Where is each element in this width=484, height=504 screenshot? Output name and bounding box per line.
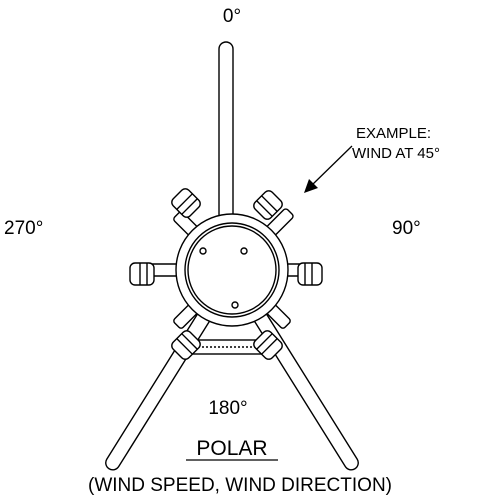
central-hub xyxy=(145,208,319,355)
example-label: EXAMPLE: xyxy=(356,125,431,142)
caption-title: POLAR xyxy=(196,437,267,460)
caption-subtitle: (WIND SPEED, WIND DIRECTION) xyxy=(88,475,392,496)
label-180-deg: 180° xyxy=(208,398,247,419)
example-wind-label: WIND AT 45° xyxy=(352,145,440,162)
label-90-deg: 90° xyxy=(392,218,421,239)
wind-arrow xyxy=(304,145,353,193)
label-270-deg: 270° xyxy=(4,218,43,239)
transducer-heads xyxy=(129,188,323,360)
label-0-deg: 0° xyxy=(223,6,241,27)
sensor-arms xyxy=(105,41,359,471)
